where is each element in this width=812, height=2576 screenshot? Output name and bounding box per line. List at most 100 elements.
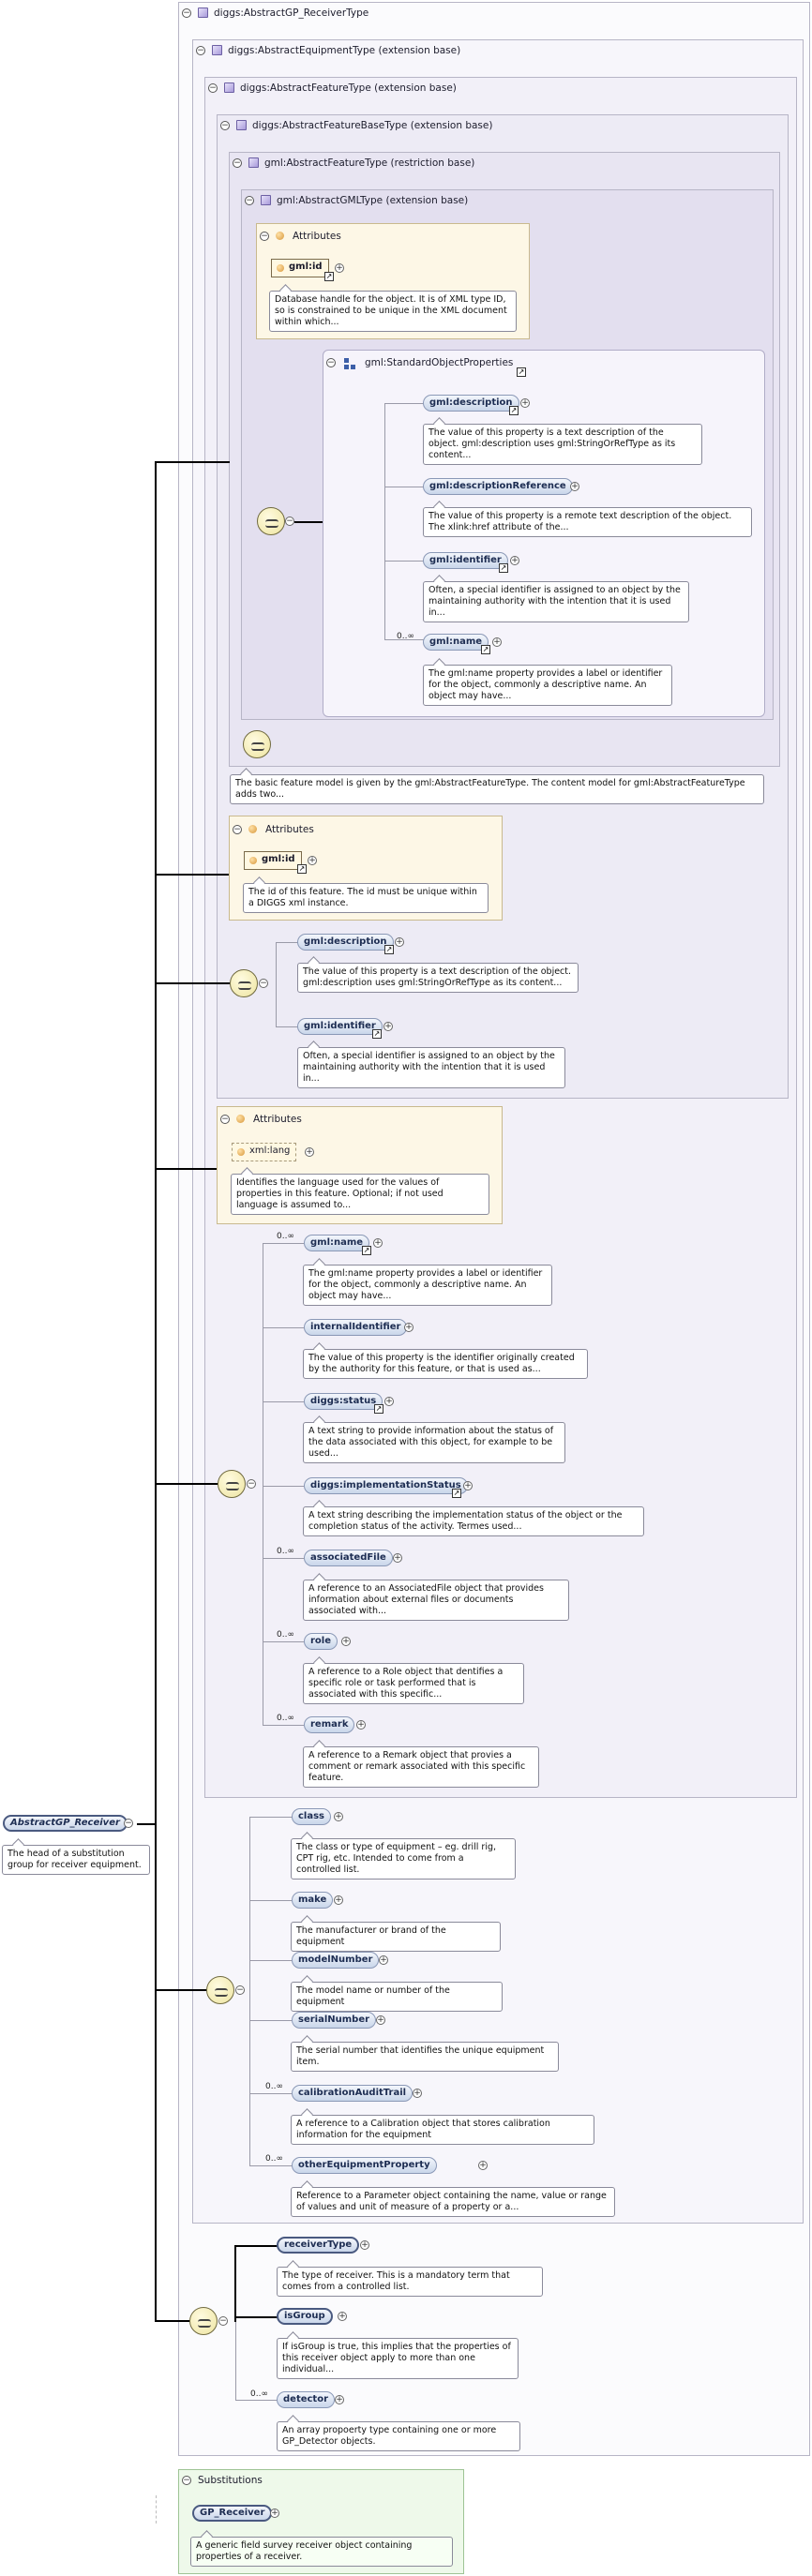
- element-gml-description[interactable]: gml:description: [297, 934, 394, 951]
- expand-icon[interactable]: +: [335, 2395, 344, 2404]
- expand-icon[interactable]: +: [379, 1955, 388, 1965]
- expand-icon[interactable]: +: [360, 2240, 369, 2250]
- collapse-toggle-gml-type[interactable]: −: [245, 196, 254, 205]
- element-internal-identifier[interactable]: internalIdentifier: [304, 1319, 408, 1336]
- element-associated-file[interactable]: associatedFile: [304, 1550, 393, 1566]
- expand-icon[interactable]: +: [383, 1022, 393, 1031]
- element-diggs-status[interactable]: diggs:status: [304, 1393, 383, 1410]
- element-class[interactable]: class: [292, 1808, 332, 1825]
- element-gml-name[interactable]: gml:name: [423, 634, 489, 651]
- element-gml-name[interactable]: gml:name: [304, 1235, 370, 1251]
- collapse-toggle-substitutions[interactable]: −: [182, 2476, 191, 2485]
- expand-icon[interactable]: +: [520, 398, 530, 408]
- collapse-toggle-std-props[interactable]: −: [326, 358, 336, 367]
- complex-type-icon: [212, 45, 222, 55]
- sequence-icon[interactable]: [189, 2307, 218, 2335]
- element-make[interactable]: make: [292, 1892, 334, 1909]
- link-arrow-icon[interactable]: ↗: [374, 1404, 383, 1414]
- link-arrow-icon[interactable]: ↗: [517, 367, 526, 377]
- element-gml-description-reference[interactable]: gml:descriptionReference: [423, 478, 573, 495]
- expand-icon[interactable]: +: [334, 1812, 343, 1821]
- expand-icon[interactable]: +: [570, 482, 579, 491]
- link-arrow-icon[interactable]: ↗: [384, 945, 394, 954]
- expand-icon[interactable]: +: [373, 1238, 383, 1248]
- element-gml-description[interactable]: gml:description: [423, 395, 519, 412]
- sequence-icon[interactable]: [243, 730, 271, 758]
- link-arrow-icon[interactable]: ↗: [509, 406, 519, 415]
- expand-icon[interactable]: +: [384, 1397, 394, 1406]
- element-description: A reference to a Remark object that prov…: [303, 1746, 539, 1788]
- element-gml-identifier[interactable]: gml:identifier: [297, 1018, 383, 1035]
- element-gml-identifier[interactable]: gml:identifier: [423, 552, 508, 569]
- expand-icon[interactable]: +: [492, 637, 502, 647]
- attribute-gml-id[interactable]: gml:id: [271, 259, 329, 277]
- element-diggs-implementation-status[interactable]: diggs:implementationStatus: [304, 1477, 468, 1494]
- expand-icon[interactable]: −: [235, 1985, 245, 1995]
- collapse-toggle-feature-base[interactable]: −: [220, 121, 230, 130]
- expand-icon[interactable]: +: [334, 1895, 343, 1905]
- connector: [249, 1817, 293, 1818]
- expand-icon[interactable]: +: [356, 1720, 366, 1730]
- element-description: Reference to a Parameter object containi…: [291, 2187, 615, 2217]
- attributes-title: Attributes: [293, 231, 341, 242]
- expand-icon[interactable]: +: [478, 2161, 488, 2170]
- expand-icon[interactable]: +: [338, 2312, 347, 2321]
- multiplicity: 0..∞: [277, 1547, 294, 1556]
- expand-icon[interactable]: −: [259, 979, 268, 988]
- link-arrow-icon[interactable]: ↗: [372, 1029, 382, 1039]
- expand-icon[interactable]: −: [218, 2316, 228, 2326]
- element-calibration-audit-trail[interactable]: calibrationAuditTrail: [292, 2085, 414, 2102]
- element-other-equipment-property[interactable]: otherEquipmentProperty: [292, 2157, 437, 2174]
- element-detector[interactable]: detector: [277, 2391, 336, 2408]
- sequence-icon[interactable]: [230, 969, 258, 997]
- expand-icon[interactable]: +: [463, 1481, 473, 1490]
- element-description: A text string to provide information abo…: [303, 1422, 565, 1463]
- expand-icon[interactable]: +: [341, 1637, 351, 1646]
- link-arrow-icon[interactable]: ↗: [481, 645, 490, 654]
- link-arrow-icon[interactable]: ↗: [499, 563, 508, 573]
- element-gp-receiver[interactable]: GP_Receiver: [192, 2505, 273, 2522]
- complex-type-icon: [261, 195, 271, 205]
- expand-icon[interactable]: +: [308, 856, 317, 865]
- expand-icon[interactable]: −: [247, 1479, 256, 1489]
- element-is-group[interactable]: isGroup: [277, 2308, 333, 2325]
- element-model-number[interactable]: modelNumber: [292, 1952, 380, 1969]
- expand-icon[interactable]: +: [335, 263, 344, 273]
- root-element-abstract-gp-receiver[interactable]: AbstractGP_Receiver: [3, 1815, 128, 1832]
- expand-icon[interactable]: +: [404, 1323, 414, 1332]
- element-role[interactable]: role: [304, 1633, 338, 1650]
- collapse-toggle-equipment[interactable]: −: [196, 46, 205, 55]
- attribute-xml-lang[interactable]: xml:lang: [232, 1143, 297, 1161]
- expand-icon[interactable]: +: [376, 2015, 385, 2025]
- collapse-toggle-attributes[interactable]: −: [220, 1115, 230, 1124]
- collapse-toggle-feature[interactable]: −: [208, 83, 218, 93]
- sequence-icon[interactable]: [206, 1976, 234, 2004]
- expand-icon[interactable]: +: [395, 937, 404, 947]
- expand-icon[interactable]: +: [510, 556, 519, 565]
- collapse-toggle-root[interactable]: −: [182, 8, 191, 18]
- multiplicity: 0..∞: [250, 2389, 268, 2399]
- link-arrow-icon[interactable]: ↗: [324, 272, 334, 281]
- element-remark[interactable]: remark: [304, 1716, 355, 1733]
- sequence-icon[interactable]: [257, 507, 285, 535]
- expand-icon[interactable]: +: [270, 2509, 279, 2518]
- link-arrow-icon[interactable]: ↗: [297, 864, 307, 874]
- element-serial-number[interactable]: serialNumber: [292, 2012, 377, 2029]
- expand-icon[interactable]: −: [285, 517, 294, 526]
- expand-icon[interactable]: −: [124, 1819, 133, 1828]
- sequence-icon[interactable]: [218, 1470, 246, 1498]
- connector: [294, 521, 336, 523]
- collapse-toggle-attributes[interactable]: −: [260, 232, 269, 241]
- element-receiver-type[interactable]: receiverType: [277, 2237, 360, 2254]
- expand-icon[interactable]: +: [305, 1147, 314, 1157]
- connector: [155, 1168, 220, 1170]
- link-arrow-icon[interactable]: ↗: [452, 1489, 461, 1498]
- substitution-connector: [156, 2495, 157, 2524]
- collapse-toggle-attributes[interactable]: −: [233, 825, 242, 834]
- expand-icon[interactable]: +: [413, 2089, 422, 2098]
- link-arrow-icon[interactable]: ↗: [362, 1246, 371, 1255]
- attribute-gml-id[interactable]: gml:id: [244, 851, 302, 870]
- collapse-toggle-gml-feature[interactable]: −: [233, 158, 242, 168]
- attribute-description: The id of this feature. The id must be u…: [243, 883, 489, 913]
- expand-icon[interactable]: +: [393, 1553, 402, 1563]
